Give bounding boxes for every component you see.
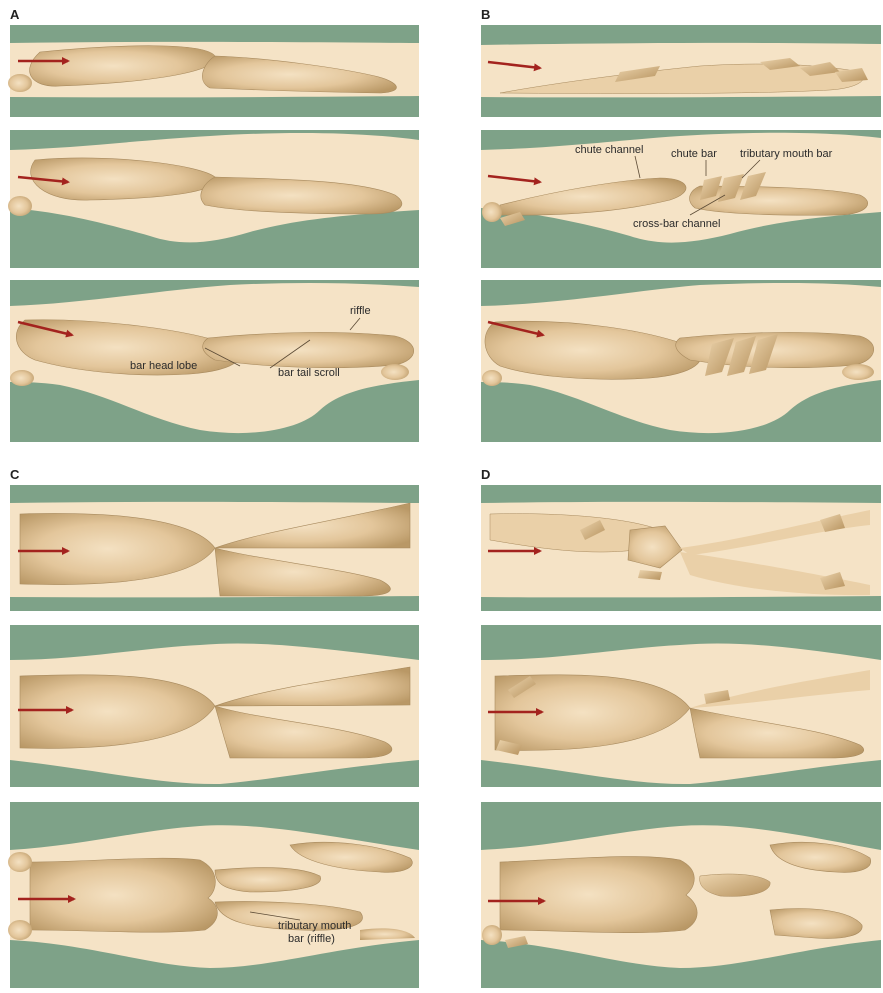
bar	[381, 364, 409, 380]
bar	[10, 370, 34, 386]
panel-a-stage-3: riffle bar head lobe bar tail scroll	[10, 280, 419, 442]
bar	[30, 858, 217, 932]
panel-d-stage-2	[481, 625, 881, 787]
panel-b: chute channel chute bar tributary mouth …	[481, 25, 881, 442]
panel-a-stage-2	[8, 130, 419, 268]
bar	[500, 857, 697, 933]
label-tributary-mouth-bar: tributary mouth bar	[740, 148, 833, 160]
panel-b-stage-2: chute channel chute bar tributary mouth …	[481, 130, 881, 268]
bar	[482, 370, 502, 386]
panel-d	[481, 485, 881, 988]
label-tributary-mouth-bar-riffle-line2: bar (riffle)	[288, 933, 335, 945]
panel-d-stage-3	[481, 802, 881, 988]
label-bar-head-lobe: bar head lobe	[130, 360, 197, 372]
panel-label-c: C	[10, 467, 20, 482]
label-bar-tail-scroll: bar tail scroll	[278, 367, 340, 379]
panel-label-b: B	[481, 7, 490, 22]
bar	[482, 202, 502, 222]
bar	[482, 925, 502, 945]
panel-a: riffle bar head lobe bar tail scroll	[8, 25, 419, 442]
label-cross-bar-channel: cross-bar channel	[633, 218, 720, 230]
label-tributary-mouth-bar-riffle-line1: tributary mouth	[278, 920, 351, 932]
panel-label-a: A	[10, 7, 20, 22]
bar	[8, 74, 32, 92]
label-riffle: riffle	[350, 305, 371, 317]
panel-c: tributary mouth bar (riffle)	[8, 485, 419, 988]
panel-label-d: D	[481, 467, 490, 482]
panel-c-stage-3: tributary mouth bar (riffle)	[8, 802, 419, 988]
panel-b-stage-3	[481, 280, 881, 442]
bar	[8, 196, 32, 216]
panel-d-stage-1	[481, 485, 881, 611]
bar	[8, 920, 32, 940]
bar	[8, 852, 32, 872]
label-chute-bar: chute bar	[671, 148, 717, 160]
label-chute-channel: chute channel	[575, 144, 644, 156]
bar	[203, 332, 414, 367]
panel-c-stage-1	[10, 485, 419, 611]
panel-c-stage-2	[10, 625, 419, 787]
panel-a-stage-1	[8, 25, 419, 117]
bar	[842, 364, 874, 380]
panel-b-stage-1	[481, 25, 881, 117]
